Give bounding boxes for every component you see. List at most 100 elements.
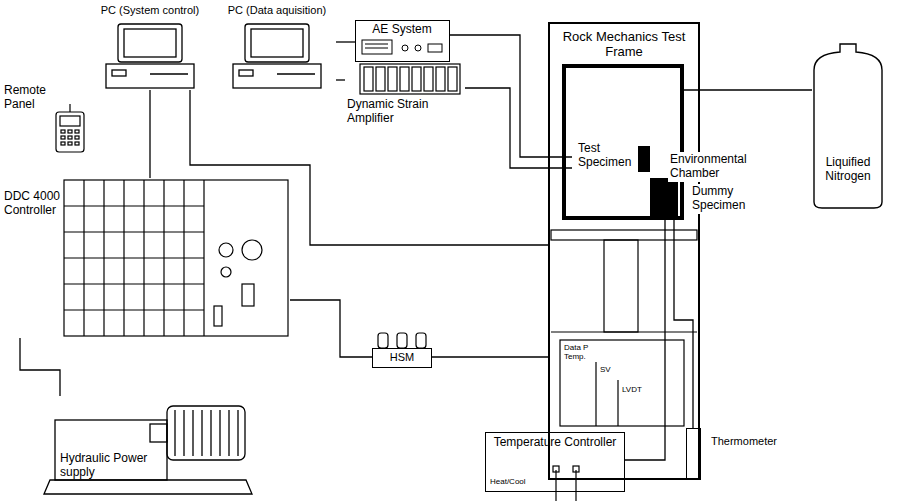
ddc-controller-cabinet [64,283,204,284]
test-frame-internals [551,230,697,426]
ae-system-panel [428,44,442,52]
panel-label: LVDT [622,386,652,395]
ddc-controller-cabinet [64,205,204,206]
computer: PC (System control) [90,2,210,90]
hydraulic-pump [183,410,184,456]
node-label: Thermometer [711,435,793,448]
remote-panel-handset [68,142,72,145]
hsm-manifold [378,333,426,348]
connector-line [465,88,572,168]
environmental-chamber: Environmental ChamberTest SpecimenDummy … [562,64,684,220]
temperature-controller: Temperature ControllerHeat/Cool [485,432,625,492]
ae-system-panel [415,45,421,51]
hydraulic-pump [44,406,252,494]
test-specimen-block [638,146,650,172]
ddc-controller-cabinet [242,240,262,260]
strain-amplifier-rack [424,67,433,91]
connector-line [684,89,812,90]
strain-amplifier: Dynamic Strain Amplifier [345,64,465,130]
nitrogen-tank: Liquified Nitrogen [812,40,884,210]
ddc-controller-cabinet [219,243,233,257]
pc-system-control [118,24,182,62]
ddc-controller-cabinet [242,284,254,306]
test-frame-internals [617,380,618,426]
cylinder-outline [814,44,882,208]
connector-line [20,338,60,396]
pc-data-acquisition [233,64,321,88]
pc-system-control [106,24,194,88]
remote-panel-handset [61,136,65,139]
hydraulic-pump [192,410,193,456]
connector-line [450,35,572,157]
ae-system: AE System [355,20,450,62]
dummy-specimen: Dummy Specimen [650,178,678,218]
panel-label: Data P Temp. [564,344,598,362]
strain-amplifier-rack [388,67,397,91]
temperature-probes [553,466,559,472]
connector-line [336,41,355,42]
hydraulic-power-supply: Hydraulic Power supply [40,396,255,494]
test-frame: Rock Mechanics Test FrameEnvironmental C… [548,22,700,480]
node-label: DDC 4000 Controller [4,190,64,218]
hsm-manifold [397,333,407,348]
remote-panel-handset [69,104,70,112]
thermometer: Thermometer [686,428,701,480]
ddc-controller-cabinet [221,267,231,277]
controller: DDC 4000 Controller [2,178,290,338]
ddc-controller-cabinet [64,309,204,310]
computer: PC (Data aquisition) [218,2,336,90]
remote-panel-handset [75,130,79,133]
pc-data-acquisition [277,73,315,74]
remote-panel-handset [56,104,84,152]
node-label: Environmental Chamber [668,152,756,182]
node-label: Temperature Controller [490,436,620,450]
pc-data-acquisition [233,24,321,88]
remote-panel-handset [60,116,80,126]
temperature-probes [555,470,556,501]
temperature-probes [553,466,579,501]
ae-system-panel [365,44,388,45]
hydraulic-pump [219,410,220,456]
remote-panel-handset [61,142,65,145]
strain-amplifier-rack [364,67,457,91]
temperature-probes [575,470,576,501]
test-frame-internals [551,230,697,240]
connector-line [674,218,693,428]
pc-data-acquisition [251,29,303,57]
test-specimen: Test Specimen [572,140,652,176]
node-label: Hydraulic Power supply [60,452,170,480]
node-label: PC (System control) [90,4,210,17]
remote-panel-handset [56,112,84,152]
remote-panel-handset [68,130,72,133]
sub-label: Heat/Cool [490,477,550,486]
hsm-manifold [416,333,426,348]
node-label: Dynamic Strain Amplifier [347,98,465,126]
remote-panel: Remote Panel [2,84,92,156]
pc-system-control [106,64,194,88]
strain-amplifier-rack [400,67,409,91]
hydraulic-pump [237,410,238,456]
hydraulic-pump [44,480,252,494]
hydraulic-pump [150,424,167,442]
test-frame-internals [604,240,638,332]
pc-system-control [112,70,126,76]
ddc-controller-cabinet [203,180,204,336]
remote-panel-handset [68,136,72,139]
ddc-controller-cabinet [64,180,288,336]
node-label: AE System [358,23,446,37]
test-frame-internals [595,362,596,426]
strain-amplifier-rack [360,64,460,94]
node-label: PC (Data aquisition) [218,4,336,17]
strain-amplifier-rack [448,67,457,91]
ddc-controller-cabinet [64,180,204,336]
pc-data-acquisition [245,24,309,62]
connector-line [336,79,345,80]
hydraulic-pump [167,406,245,460]
hsm-manifold [378,333,388,348]
pc-system-control [124,29,176,57]
hydraulic-pump [175,410,238,456]
hydraulic-pump [210,410,211,456]
strain-amplifier-rack [360,64,460,94]
node-label: Liquified Nitrogen [812,156,884,184]
ddc-controller-cabinet [64,231,204,232]
